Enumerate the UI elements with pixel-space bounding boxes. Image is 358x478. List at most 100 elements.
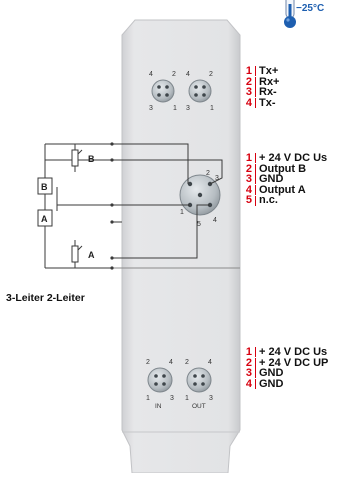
pin-divider bbox=[255, 163, 256, 174]
pinout-row: 4 Output A bbox=[241, 183, 327, 196]
connector-in-label: IN bbox=[155, 403, 162, 410]
sensor-pin-numbers: 2 3 1 4 5 bbox=[180, 170, 219, 228]
pin-number: 5 bbox=[245, 194, 252, 207]
pin-number: 2 bbox=[172, 71, 176, 78]
pin-number: 3 bbox=[245, 173, 252, 186]
pin-divider bbox=[255, 66, 256, 77]
pin-number: 4 bbox=[213, 217, 217, 224]
pin-divider bbox=[255, 368, 256, 379]
pin-number: 3 bbox=[170, 395, 174, 402]
pinout-row: 1 + 24 V DC Us bbox=[241, 347, 328, 358]
pin-divider bbox=[255, 379, 256, 390]
pin-label: GND bbox=[259, 367, 284, 380]
pin-number: 1 bbox=[173, 105, 177, 112]
sensor-a-3wire bbox=[37, 209, 53, 227]
thermometer-icon bbox=[284, 0, 296, 28]
pin-divider bbox=[255, 87, 256, 98]
pin-divider bbox=[255, 174, 256, 185]
pin-label: Output A bbox=[259, 183, 306, 196]
top-connector-right bbox=[188, 79, 212, 103]
pin-number: 4 bbox=[186, 71, 190, 78]
pin-number: 2 bbox=[245, 162, 252, 175]
pin-number: 3 bbox=[186, 105, 190, 112]
pin-divider bbox=[255, 185, 256, 196]
pinout-row: 1 Tx+ bbox=[241, 66, 280, 77]
pin-divider bbox=[255, 195, 256, 206]
pin-number: 4 bbox=[208, 359, 212, 366]
communication-pinout: 1 Tx+ 2 Rx+ 3 Rx- 4 Tx- bbox=[241, 66, 280, 109]
pin-label: Rx- bbox=[259, 86, 277, 99]
pin-label: GND bbox=[259, 377, 284, 390]
pin-number: 1 bbox=[146, 395, 150, 402]
power-connector-in bbox=[147, 367, 173, 393]
connector-out-label: OUT bbox=[192, 403, 206, 410]
pin-label: GND bbox=[259, 173, 284, 186]
pin-label: Tx+ bbox=[259, 65, 279, 77]
pin-number: 5 bbox=[197, 221, 201, 228]
pin-number: 2 bbox=[209, 71, 213, 78]
top-connector-left bbox=[151, 79, 175, 103]
pin-number: 2 bbox=[245, 356, 252, 369]
sensor-b-2wire bbox=[71, 144, 83, 172]
pin-number: 3 bbox=[149, 105, 153, 112]
pin-number: 2 bbox=[185, 359, 189, 366]
top-pin-numbers: 4 2 3 1 4 2 3 1 bbox=[149, 71, 214, 112]
bottom-pin-numbers: 2 4 1 3 2 4 1 3 bbox=[146, 359, 213, 402]
pin-number: 4 bbox=[245, 183, 252, 196]
pin-label: + 24 V DC Us bbox=[259, 152, 328, 164]
pin-number: 4 bbox=[245, 377, 252, 390]
module-housing bbox=[121, 19, 241, 474]
pin-number: 4 bbox=[149, 71, 153, 78]
pin-number: 3 bbox=[215, 175, 219, 182]
pin-label: n.c. bbox=[259, 194, 278, 207]
pin-label: + 24 V DC Us bbox=[259, 346, 328, 358]
sensor-b-label: B bbox=[88, 154, 95, 164]
pin-number: 2 bbox=[245, 75, 252, 88]
pin-number: 3 bbox=[245, 86, 252, 99]
pin-number: 3 bbox=[209, 395, 213, 402]
pin-divider bbox=[255, 153, 256, 164]
pinout-row: 3 Rx- bbox=[241, 87, 280, 98]
sensor-box-a-label: A bbox=[41, 214, 48, 224]
pin-number: 1 bbox=[245, 152, 252, 164]
pin-number: 1 bbox=[210, 105, 214, 112]
sensor-a-2wire bbox=[71, 240, 83, 268]
sensor-connector bbox=[179, 174, 221, 216]
pin-label: Output B bbox=[259, 162, 307, 175]
pin-label: + 24 V DC UP bbox=[259, 356, 329, 369]
sensor-pinout: 1 + 24 V DC Us 2 Output B 3 GND 4 Output A 5… bbox=[241, 153, 327, 206]
pin-number: 1 bbox=[245, 346, 252, 358]
pinout-row: 2 + 24 V DC UP bbox=[241, 356, 329, 369]
pin-number: 1 bbox=[180, 209, 184, 216]
pin-number: 1 bbox=[245, 65, 252, 77]
pin-divider bbox=[255, 357, 256, 368]
pin-divider bbox=[255, 98, 256, 109]
pinout-row: 3 GND bbox=[241, 368, 328, 379]
temperature-label: −25°C bbox=[296, 3, 324, 14]
pin-number: 1 bbox=[185, 395, 189, 402]
pin-divider bbox=[255, 76, 256, 87]
pinout-row: 4 Tx- bbox=[241, 96, 280, 109]
wiring-caption: 3-Leiter 2-Leiter bbox=[6, 292, 85, 304]
pin-number: 2 bbox=[206, 170, 210, 177]
pinout-row: 1 + 24 V DC Us bbox=[241, 153, 327, 164]
wiring bbox=[44, 143, 240, 269]
pin-number: 2 bbox=[146, 359, 150, 366]
pin-label: Tx- bbox=[259, 96, 276, 109]
pinout-row: 2 Rx+ bbox=[241, 75, 280, 88]
pin-number: 4 bbox=[245, 96, 252, 109]
pin-number: 3 bbox=[245, 367, 252, 380]
pinout-row: 4 GND bbox=[241, 377, 328, 390]
pin-number: 4 bbox=[169, 359, 173, 366]
pin-divider bbox=[255, 347, 256, 358]
power-connector-out bbox=[186, 367, 212, 393]
pinout-row: 3 GND bbox=[241, 174, 327, 185]
pin-label: Rx+ bbox=[259, 75, 280, 88]
sensor-b-3wire bbox=[37, 177, 53, 195]
wire-terminals bbox=[110, 142, 114, 270]
pinout-row: 5 n.c. bbox=[241, 195, 327, 206]
sensor-box-b-label: B bbox=[41, 182, 48, 192]
